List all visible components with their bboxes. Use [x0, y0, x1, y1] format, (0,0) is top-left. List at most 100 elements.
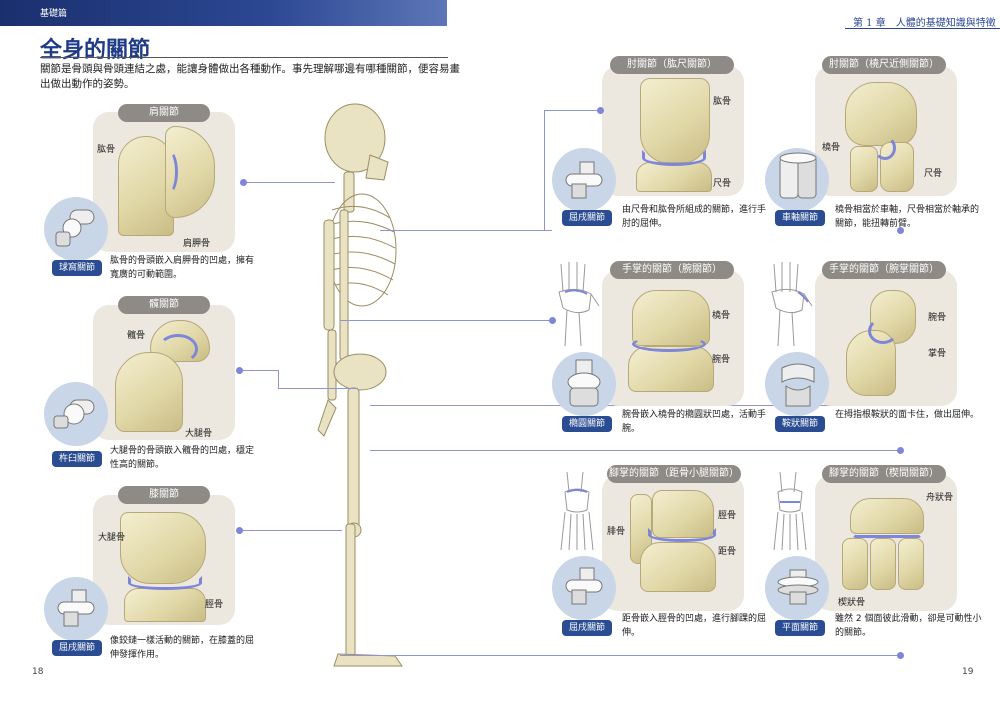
- foot-skeleton-icon: [773, 471, 807, 551]
- knee-header: 膝關節: [118, 486, 210, 504]
- ankle-cartilage: [648, 528, 716, 542]
- elbow-cartilage: [642, 150, 706, 166]
- section-label: 基礎篇: [40, 9, 68, 19]
- shoulder-description: 肱骨的骨頭嵌入肩胛骨的凹處，擁有寬廣的可動範圍。: [110, 256, 255, 280]
- ankle-talocrural-header: 腳掌的關節（距骨小腿關節）: [607, 465, 741, 483]
- label-metacarpal: 掌骨: [928, 349, 947, 359]
- connector-dot: [549, 317, 556, 324]
- saddle-joint-icon: [781, 363, 815, 407]
- cuneiform-illustration: [870, 538, 896, 590]
- page-number-left: 18: [32, 667, 44, 677]
- label-ulna: 尺骨: [713, 179, 732, 189]
- saddle-cartilage: [868, 318, 898, 344]
- elbow-radioulnar-header: 肘關節（橈尺近側關節）: [822, 56, 946, 74]
- wrist-radiocarpal-header: 手掌的關節（腕關節）: [610, 261, 734, 279]
- foot-skeleton-icon: [560, 471, 594, 551]
- talus-illustration: [640, 542, 716, 592]
- ulna-illustration: [636, 162, 712, 192]
- joint-type-badge: 屈戌關節: [52, 640, 102, 656]
- plane-joint-icon: [777, 569, 819, 605]
- joint-type-badge: 平面關節: [775, 620, 825, 636]
- label-tibia: 脛骨: [718, 511, 737, 521]
- label-humerus: 肱骨: [713, 97, 732, 107]
- carpal-illustration: [628, 346, 714, 392]
- hip-description: 大腿骨的骨頭嵌入髖骨的凹處，穩定性高的關節。: [110, 446, 255, 470]
- ball-socket-joint-icon: [55, 209, 95, 247]
- foot-intercuneiform-description: 雖然 2 個面彼此滑動，卻是可動性小的關節。: [835, 614, 982, 638]
- chapter-rule: [845, 28, 1000, 29]
- skeleton-illustration: [317, 103, 403, 667]
- joint-type-badge: 車軸關節: [775, 210, 825, 226]
- joint-type-badge: 屈戌關節: [562, 620, 612, 636]
- header-strip: [0, 0, 447, 26]
- connector-line: [544, 110, 545, 230]
- elbow-radioulnar-description: 橈骨相當於車軸，尺骨相當於軸承的關節，能扭轉前臂。: [835, 205, 980, 229]
- intro-text: 關節是骨頭與骨頭連結之處，能讓身體做出各種動作。事先理解哪邊有哪種關節，便容易畫…: [40, 63, 460, 90]
- radioulnar-cartilage: [874, 136, 896, 160]
- femur-illustration: [115, 352, 183, 432]
- hand-skeleton-icon: [558, 262, 600, 347]
- shoulder-cartilage: [160, 150, 178, 194]
- connector-line: [240, 182, 335, 183]
- navicular-illustration: [850, 498, 924, 534]
- label-radius: 橈骨: [822, 143, 841, 153]
- connector-dot: [897, 447, 904, 454]
- label-femur: 大腿骨: [185, 429, 213, 439]
- radius-illustration: [850, 146, 878, 192]
- ball-socket-joint-icon: [53, 399, 95, 429]
- label-fibula: 腓骨: [607, 527, 626, 537]
- label-scapula: 肩胛骨: [183, 239, 211, 249]
- hinge-joint-icon: [565, 161, 603, 199]
- knee-cartilage: [128, 576, 202, 590]
- page-number-right: 19: [962, 667, 974, 677]
- ellipsoid-joint-icon: [567, 359, 601, 407]
- connector-line: [278, 370, 279, 388]
- wrist-radiocarpal-description: 腕骨嵌入橈骨的橢圓狀凹處，活動手腕。: [622, 410, 767, 434]
- joint-type-badge: 橢圓關節: [562, 416, 612, 432]
- label-tibia: 脛骨: [205, 600, 224, 610]
- shoulder-header: 肩關節: [118, 104, 210, 122]
- label-femur: 大腿骨: [98, 533, 126, 543]
- connector-line: [238, 530, 342, 531]
- page-title: 全身的關節: [40, 37, 151, 63]
- connector-line: [340, 320, 552, 321]
- femur-illustration: [120, 512, 206, 584]
- cuneiform-illustration: [842, 538, 868, 590]
- foot-intercuneiform-header: 腳掌的關節（楔間關節）: [822, 465, 946, 483]
- label-radius: 橈骨: [712, 311, 731, 321]
- label-hip-bone: 髖骨: [127, 331, 146, 341]
- connector-line: [278, 388, 358, 389]
- hinge-joint-icon: [565, 567, 603, 605]
- title-divider: [40, 57, 448, 58]
- joint-type-badge: 鞍狀關節: [775, 416, 825, 432]
- hip-cartilage: [158, 334, 198, 364]
- connector-line: [238, 370, 278, 371]
- label-carpal: 腕骨: [712, 355, 731, 365]
- hinge-joint-icon: [57, 589, 95, 627]
- hip-header: 髖關節: [118, 296, 210, 314]
- intercuneiform-cartilage: [852, 530, 922, 538]
- knee-description: 像鉸鏈一樣活動的關節，在膝蓋的屈伸發揮作用。: [110, 636, 255, 660]
- ankle-talocrural-description: 距骨嵌入脛骨的凹處，進行腳踝的屈伸。: [622, 614, 767, 638]
- humerus-illustration: [845, 82, 917, 146]
- connector-line: [380, 230, 552, 231]
- label-humerus: 肱骨: [97, 145, 116, 155]
- connector-dot: [236, 527, 243, 534]
- label-talus: 距骨: [718, 547, 737, 557]
- elbow-humeroulnar-description: 由尺骨和肱骨所組成的關節，進行手肘的屈伸。: [622, 205, 767, 229]
- label-ulna: 尺骨: [924, 169, 943, 179]
- wrist-carpometacarpal-description: 在拇指根鞍狀的面卡住，做出屈伸。: [835, 410, 980, 420]
- wrist-carpometacarpal-header: 手掌的關節（腕掌關節）: [822, 261, 946, 279]
- label-navicular: 舟狀骨: [926, 493, 954, 503]
- connector-dot: [897, 227, 904, 234]
- connector-line: [370, 450, 900, 451]
- cuneiform-illustration: [898, 538, 924, 590]
- joint-type-badge: 球窩關節: [52, 260, 102, 276]
- joint-type-badge: 屈戌關節: [562, 210, 612, 226]
- connector-dot: [236, 367, 243, 374]
- connector-dot: [240, 179, 247, 186]
- connector-line: [544, 110, 600, 111]
- joint-type-badge: 杵臼關節: [52, 451, 102, 467]
- chapter-label: 第 1 章 人體的基礎知識與特徵: [853, 18, 996, 29]
- tibia-illustration: [124, 588, 206, 622]
